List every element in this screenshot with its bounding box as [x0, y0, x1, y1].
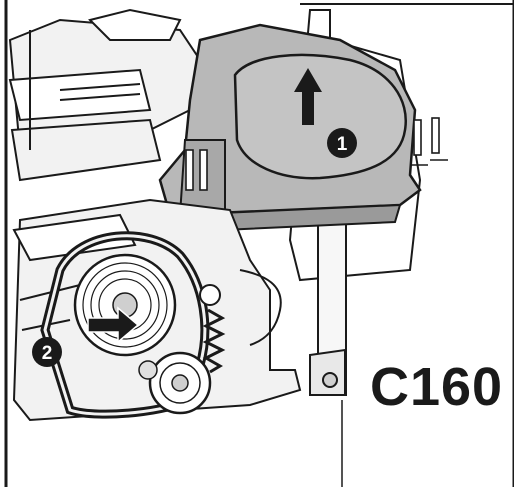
callout-1-label: 1: [337, 134, 348, 155]
lift-arrow-icon: [294, 68, 322, 125]
idler-pulley: [138, 351, 212, 415]
callout-2-label: 2: [42, 343, 53, 364]
belt-cover: [158, 23, 448, 234]
callout-2: 2: [32, 337, 62, 367]
model-label: C160: [370, 357, 504, 417]
large-pulley: [73, 253, 177, 357]
tension-spring: [199, 284, 226, 374]
callout-1: 1: [327, 128, 357, 158]
hose: [239, 269, 282, 346]
release-arrow-icon: [87, 306, 140, 344]
engine-block: [8, 8, 202, 182]
drive-belt: [40, 231, 210, 419]
